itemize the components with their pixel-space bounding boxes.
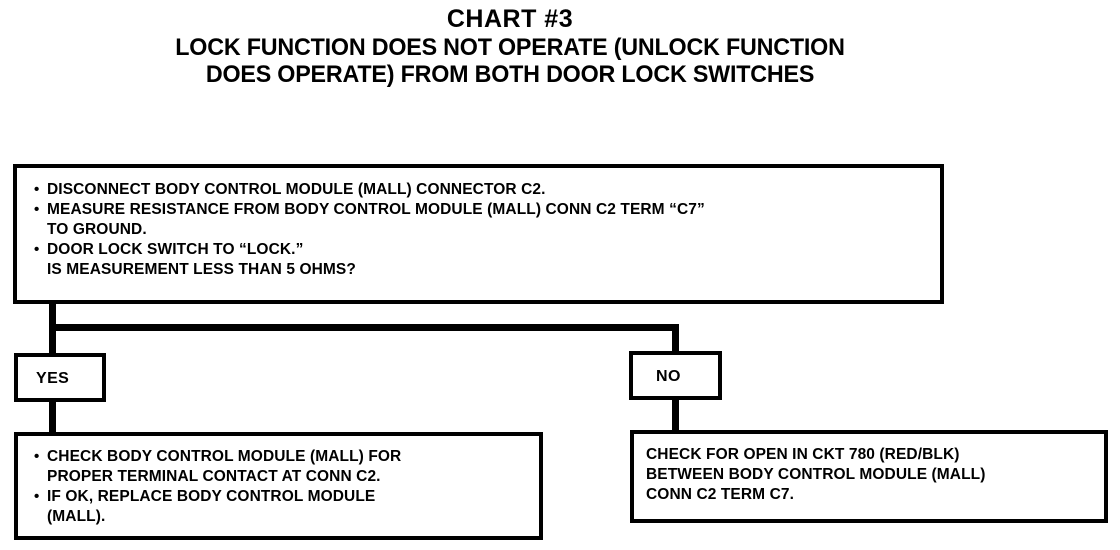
chart-title-line-1: LOCK FUNCTION DOES NOT OPERATE (UNLOCK F… <box>175 34 845 61</box>
no-result-line-3: CONN C2 TERM C7. <box>646 486 795 503</box>
bullet-icon: • <box>34 448 40 465</box>
yes-result-bullet-1-line-2: PROPER TERMINAL CONTACT AT CONN C2. <box>47 468 381 485</box>
result-box-no-content: CHECK FOR OPEN IN CKT 780 (RED/BLK) BETW… <box>646 445 986 505</box>
no-result-line-2: BETWEEN BODY CONTROL MODULE (MALL) <box>646 466 986 483</box>
connector-horizontal-bus <box>49 324 679 331</box>
decision-bullet-2-body: MEASURE RESISTANCE FROM BODY CONTROL MOD… <box>47 200 705 240</box>
yes-result-bullet-1-line-1: CHECK BODY CONTROL MODULE (MALL) FOR <box>47 448 402 465</box>
yes-result-bullet-2-body: IF OK, REPLACE BODY CONTROL MODULE (MALL… <box>47 487 401 527</box>
branch-box-yes: YES <box>14 353 106 402</box>
connector-decision-stem <box>49 303 56 330</box>
branch-box-no: NO <box>629 351 722 400</box>
decision-bullet-3-body: DOOR LOCK SWITCH TO “LOCK.” IS MEASUREME… <box>47 240 705 280</box>
decision-bullet-1-line-1: DISCONNECT BODY CONTROL MODULE (MALL) CO… <box>47 181 546 198</box>
bullet-icon: • <box>34 201 40 218</box>
decision-bullet-1: • DISCONNECT BODY CONTROL MODULE (MALL) … <box>34 180 705 200</box>
bullet-icon: • <box>34 181 40 198</box>
result-box-no: CHECK FOR OPEN IN CKT 780 (RED/BLK) BETW… <box>630 430 1108 523</box>
result-box-yes: • CHECK BODY CONTROL MODULE (MALL) FOR P… <box>14 432 543 540</box>
no-result-line-1: CHECK FOR OPEN IN CKT 780 (RED/BLK) <box>646 446 960 463</box>
decision-bullet-3-line-1: DOOR LOCK SWITCH TO “LOCK.” <box>47 241 304 258</box>
decision-box: • DISCONNECT BODY CONTROL MODULE (MALL) … <box>13 164 944 304</box>
decision-question: IS MEASUREMENT LESS THAN 5 OHMS? <box>47 261 356 278</box>
yes-result-bullet-1-body: CHECK BODY CONTROL MODULE (MALL) FOR PRO… <box>47 447 401 487</box>
yes-result-bullet-1: • CHECK BODY CONTROL MODULE (MALL) FOR P… <box>34 447 401 487</box>
decision-bullet-2-line-2: TO GROUND. <box>47 221 147 238</box>
yes-result-bullet-2-line-1: IF OK, REPLACE BODY CONTROL MODULE <box>47 488 376 505</box>
decision-box-content: • DISCONNECT BODY CONTROL MODULE (MALL) … <box>34 180 705 280</box>
decision-bullet-3: • DOOR LOCK SWITCH TO “LOCK.” IS MEASURE… <box>34 240 705 280</box>
branch-label-no: NO <box>656 368 681 385</box>
bullet-icon: • <box>34 241 40 258</box>
connector-yes-stem <box>49 324 56 355</box>
branch-label-yes: YES <box>36 370 70 387</box>
decision-bullet-1-body: DISCONNECT BODY CONTROL MODULE (MALL) CO… <box>47 180 705 200</box>
yes-result-bullet-2: • IF OK, REPLACE BODY CONTROL MODULE (MA… <box>34 487 401 527</box>
chart-number: CHART #3 <box>446 5 574 33</box>
decision-bullet-2: • MEASURE RESISTANCE FROM BODY CONTROL M… <box>34 200 705 240</box>
bullet-icon: • <box>34 488 40 505</box>
decision-bullet-2-line-1: MEASURE RESISTANCE FROM BODY CONTROL MOD… <box>47 201 705 218</box>
result-box-yes-content: • CHECK BODY CONTROL MODULE (MALL) FOR P… <box>34 447 401 527</box>
connector-no-stem <box>672 324 679 353</box>
connector-no-to-result <box>672 397 679 432</box>
chart-title-block: CHART #3 LOCK FUNCTION DOES NOT OPERATE … <box>0 4 1020 88</box>
connector-yes-to-result <box>49 399 56 434</box>
chart-title-line-2: DOES OPERATE) FROM BOTH DOOR LOCK SWITCH… <box>205 61 815 88</box>
yes-result-bullet-2-line-2: (MALL). <box>47 508 106 525</box>
